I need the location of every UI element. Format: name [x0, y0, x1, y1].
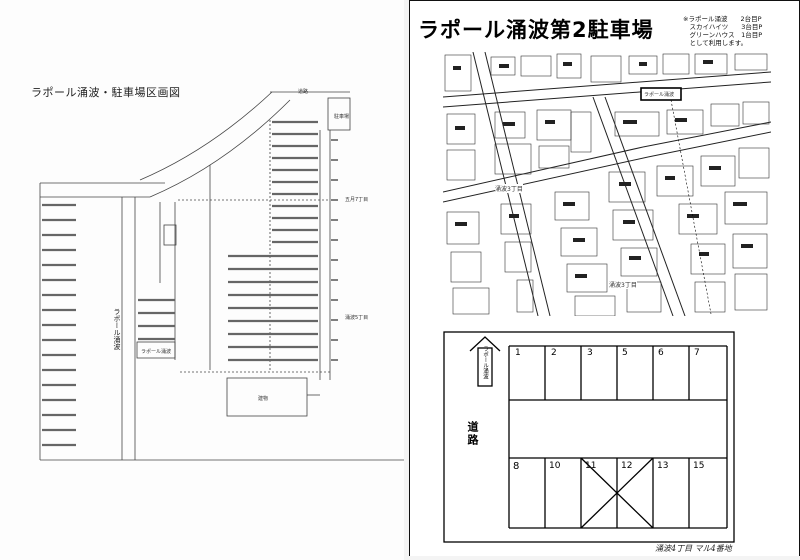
mid-label-a: 五月7丁目 [345, 197, 369, 203]
parking-slot-number: 6 [658, 348, 664, 358]
road-label: 道路 [466, 421, 479, 447]
parking-slot-number: 12 [621, 461, 633, 471]
mid-label-b: 涌波5丁目 [345, 315, 369, 321]
address-footer: 涌波4丁目 マル4番地 [655, 544, 732, 553]
site-plan-title: ラポール涌波・駐車場区画図 [31, 86, 181, 99]
district-label: 涌波3丁目 [609, 280, 637, 289]
parking-slot-number: 7 [694, 348, 700, 358]
site-plan-drawing [39, 91, 404, 461]
parking-slot-number: 2 [551, 348, 557, 358]
parking-slot-number: 3 [587, 348, 593, 358]
bottom-box-label: 建物 [258, 396, 269, 402]
site-plan-page: ラポール涌波・駐車場区画図 [31, 86, 404, 461]
note-line: グリーンハウス 1台目P [683, 31, 763, 39]
parking-slot-number: 15 [693, 461, 705, 471]
parking-slot-number: 13 [657, 461, 669, 471]
district-label: 涌波3丁目 [495, 184, 523, 193]
usage-note: ※ラポール涌波 2台目P スカイハイツ 3台目P グリーンハウス 1台目P とし… [683, 15, 762, 47]
area-map: 涌波3丁目 涌波3丁目 ラポール涌波 [443, 52, 771, 316]
parking-slot-number: 10 [549, 461, 561, 471]
note-line: スカイハイツ 3台目P [683, 23, 763, 31]
parking-box-label: ラポール涌波 [644, 92, 675, 98]
parking-slot-number: 8 [513, 461, 520, 472]
note-line: ※ラポール涌波 2台目P [683, 15, 762, 23]
sheet-title: ラポール涌波第2駐車場 [418, 18, 654, 42]
note-line: として利用します。 [683, 39, 748, 47]
right-small-label: 駐車場 [334, 114, 350, 120]
box-small-label: ラポール涌波 [141, 349, 172, 355]
parking-slot-number: 1 [515, 348, 521, 358]
direction-arrow-label: ラポール涌波 [482, 346, 488, 379]
road-label: ラポール涌波 [113, 308, 121, 350]
parking-slot-number: 5 [622, 348, 628, 358]
parking-slot-number: 11 [585, 461, 597, 471]
map-drawing [443, 52, 771, 316]
top-small-label: 道路 [298, 89, 309, 95]
